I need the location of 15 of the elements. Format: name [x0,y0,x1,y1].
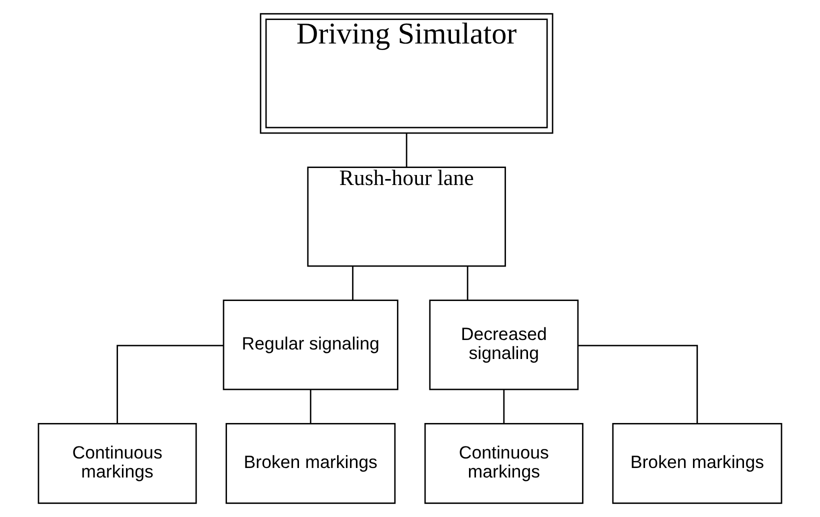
connector [310,390,312,424]
connector [503,390,505,424]
node-box: Broken markings [612,423,782,504]
node-box: Decreased signaling [429,300,579,390]
connector [406,133,408,167]
node-box: Continuous markings [424,423,584,504]
connector [116,344,223,424]
node-box: Driving Simulator [260,13,554,134]
connector [578,344,698,424]
node-box: Regular signaling [222,300,398,390]
connector [352,266,354,300]
connector [466,266,468,300]
node-box: Broken markings [226,423,396,504]
node-box: Continuous markings [38,423,197,504]
node-box: Rush-hour lane [307,166,506,267]
